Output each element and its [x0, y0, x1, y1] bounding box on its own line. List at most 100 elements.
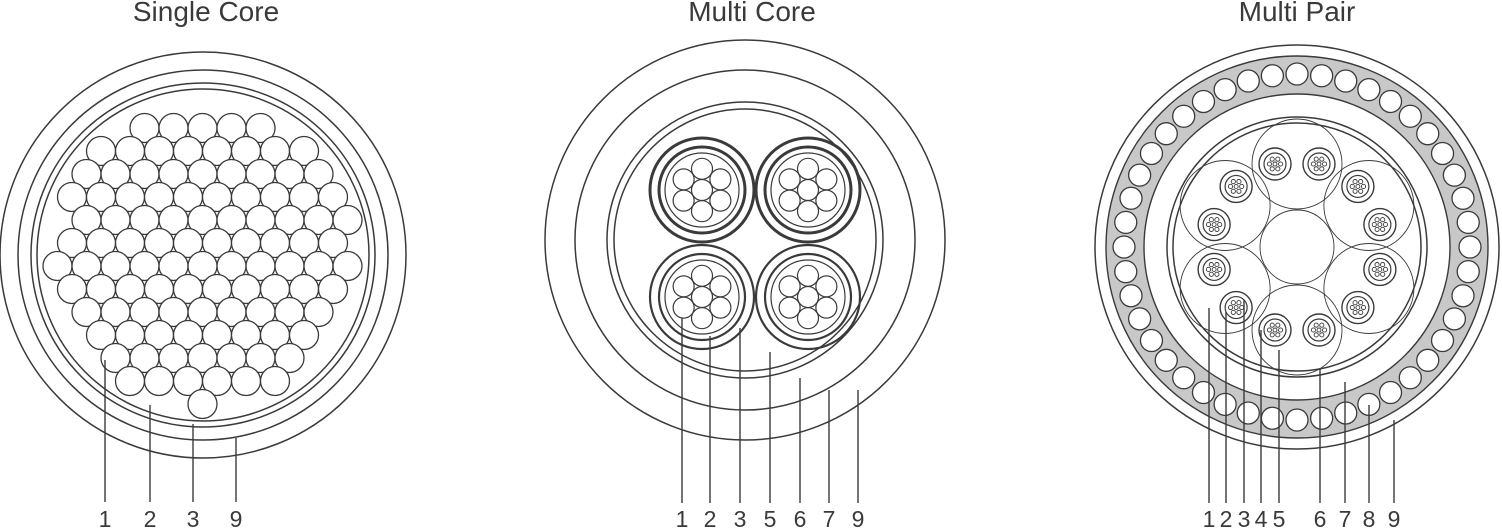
- core-conductor-boundary: [664, 259, 740, 335]
- core-conductor-wire: [796, 200, 820, 223]
- core-conductor-wire: [690, 200, 714, 223]
- core-conductor-wire: [690, 157, 714, 180]
- pair-conductor-wire: [1377, 222, 1383, 228]
- armour-wire: [1154, 122, 1178, 146]
- pair-conductor-wire: [1380, 262, 1386, 268]
- armour-wire: [1260, 64, 1285, 88]
- core-conductor-wire: [690, 178, 714, 202]
- armour-wire: [1416, 348, 1440, 372]
- armour-wire: [1172, 366, 1196, 390]
- pair-conductor-wire: [1360, 305, 1367, 311]
- pair-conductor-wire: [1310, 327, 1316, 333]
- pair-conductor-wire: [1319, 156, 1325, 162]
- insulation-inner: [30, 82, 376, 428]
- pair-conductor-wire: [1236, 179, 1242, 185]
- core-conductor-wire: [796, 157, 820, 180]
- pair-conductor-wire: [1310, 161, 1316, 167]
- callout-label-2: 2: [704, 506, 717, 529]
- pair-conductor: [1263, 152, 1287, 176]
- core-conductor-wire: [778, 296, 801, 319]
- pair-conductor-wire: [1374, 271, 1380, 277]
- pair-conductor-wire: [1230, 188, 1236, 194]
- callout-label-1: 1: [99, 506, 112, 529]
- pair-conductor-wire: [1377, 266, 1383, 272]
- conductor-strand: [274, 342, 305, 374]
- core-conductor-wire: [709, 296, 732, 319]
- core-conductor-wire: [796, 264, 820, 287]
- pair-conductor-wire: [1269, 156, 1275, 162]
- pair-conductor-wire: [1358, 309, 1364, 315]
- callout-label-9: 9: [230, 506, 243, 529]
- core-conductor-wire: [815, 168, 838, 191]
- core-screen: [657, 145, 747, 235]
- callout-label-3: 3: [1238, 506, 1251, 529]
- pair-conductor-wire: [1278, 327, 1284, 333]
- core-screen: [763, 252, 853, 342]
- core-conductor-wire: [690, 264, 714, 287]
- armour-inner-edge: [1143, 93, 1451, 401]
- armour-wire: [1378, 89, 1403, 114]
- conductor-strand: [332, 204, 363, 236]
- callout-label-7: 7: [823, 506, 836, 529]
- pair-conductor-wire: [1236, 309, 1242, 315]
- pair-conductor-wire: [1358, 300, 1364, 306]
- pair-conductor-wire: [1205, 266, 1212, 272]
- armour-wire: [1398, 366, 1422, 390]
- pair-conductor-wire: [1214, 262, 1220, 268]
- inner-sheath-outer: [1166, 116, 1428, 378]
- pair-conductor-wire: [1313, 166, 1319, 172]
- pair-conductor-wire: [1358, 179, 1364, 185]
- core-conductor-boundary: [770, 152, 846, 228]
- conductor-strand: [317, 273, 349, 305]
- insulation-outer: [17, 69, 389, 441]
- callout-label-4: 4: [1255, 506, 1268, 529]
- core-conductor-wire: [778, 189, 801, 212]
- pair-conductor-wire: [1208, 226, 1214, 232]
- center-filler: [1259, 209, 1335, 285]
- pair-conductor-wire: [1355, 305, 1361, 311]
- pair-conductor-wire: [1352, 188, 1358, 194]
- armour-wire: [1127, 307, 1152, 331]
- armour-wire: [1456, 210, 1480, 235]
- callout-label-6: 6: [1314, 506, 1327, 529]
- armour-wire: [1127, 163, 1152, 187]
- core-conductor-wire: [815, 275, 838, 298]
- armour-bedding: [1106, 56, 1488, 438]
- conductor-strand: [332, 250, 363, 282]
- pair-conductor-wire: [1374, 262, 1380, 268]
- pair-conductor-wire: [1239, 183, 1245, 189]
- core-screen: [763, 145, 853, 235]
- armour-wire: [1430, 328, 1455, 353]
- outer-sheath: [544, 39, 946, 441]
- pair-conductor-wire: [1382, 222, 1389, 228]
- pair-conductor-wire: [1380, 226, 1386, 232]
- core-conductor-wire: [709, 275, 732, 298]
- callout-label-8: 8: [1363, 506, 1376, 529]
- pair-conductor: [1202, 257, 1226, 282]
- pair-conductor: [1346, 174, 1370, 199]
- pair-conductor-wire: [1319, 322, 1325, 328]
- core-conductor-wire: [672, 296, 695, 319]
- armour-wire: [1119, 186, 1143, 210]
- armour-wire: [1114, 210, 1138, 235]
- armour-wire: [1285, 62, 1309, 86]
- armour-wire: [1213, 392, 1237, 417]
- armour-wire: [1458, 235, 1482, 259]
- pair-conductor-wire: [1233, 183, 1239, 189]
- pair-conductor: [1263, 318, 1287, 342]
- core-screen: [657, 252, 747, 342]
- core-conductor-boundary: [770, 259, 846, 335]
- callout-label-6: 6: [794, 506, 807, 529]
- pair-screen: [1251, 118, 1343, 210]
- pair-conductor-wire: [1266, 327, 1272, 333]
- core-insulation: [648, 243, 756, 351]
- pair-conductor-wire: [1358, 188, 1364, 194]
- core-insulation: [648, 136, 756, 244]
- armour-wire: [1451, 284, 1475, 308]
- armour-wire: [1213, 77, 1237, 102]
- armour-wire: [1334, 69, 1358, 93]
- pair-conductor-wire: [1205, 222, 1212, 228]
- title-multi-core: Multi Core: [688, 0, 816, 27]
- core-insulation: [754, 243, 862, 351]
